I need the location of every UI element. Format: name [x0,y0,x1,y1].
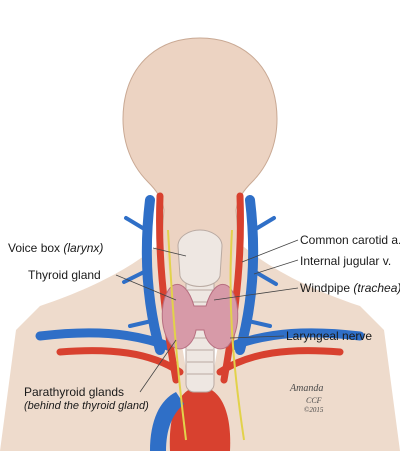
signature-year: ©2015 [304,406,324,414]
label-parathyroid-glands: Parathyroid glands (behind the thyroid g… [24,385,149,413]
label-voice-box: Voice box (larynx) [8,241,103,255]
label-parathyroid-sub: (behind the thyroid gland) [24,400,149,412]
carotid-artery-right [220,192,244,384]
larynx [177,229,223,287]
vein-branches [122,216,278,328]
carotid-artery-left [156,192,180,384]
label-thyroid-gland: Thyroid gland [28,268,101,282]
label-common-carotid: Common carotid a. [300,233,400,247]
laryngeal-nerve-right [229,229,245,441]
label-windpipe-main: Windpipe [300,281,351,295]
artist-signature: Amanda [290,383,324,394]
label-internal-jugular: Internal jugular v. [300,254,392,268]
label-voice-box-main: Voice box [8,241,61,255]
vena-cava [150,392,184,451]
label-windpipe-paren: (trachea) [353,281,400,295]
label-windpipe: Windpipe (trachea) [300,281,400,295]
subclavian-artery-right [216,347,344,376]
label-parathyroid-main: Parathyroid glands [24,385,125,399]
label-laryngeal-nerve: Laryngeal nerve [286,329,373,343]
jugular-vein-right [235,195,259,355]
label-voice-box-paren: (larynx) [63,241,104,255]
jugular-vein-left [141,195,165,355]
leader-lines [115,239,299,393]
signature-org: CCF [306,396,322,405]
laryngeal-nerve-left [167,229,187,441]
subclavian-artery-left [56,347,184,376]
